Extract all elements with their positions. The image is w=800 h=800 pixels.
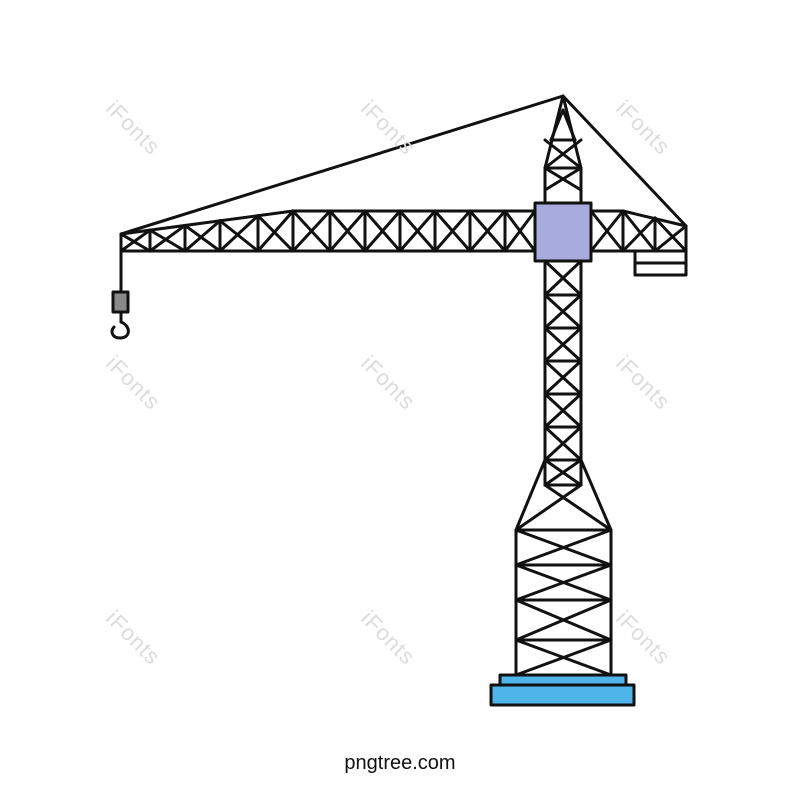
mast-flare — [514, 458, 613, 532]
footer-text: pngtree.com — [344, 752, 456, 774]
counter-jib-brace — [589, 209, 625, 253]
jib-brace — [183, 219, 222, 253]
jib-brace — [119, 232, 152, 253]
tower-apex-brace — [543, 166, 583, 192]
jib-brace — [256, 209, 295, 253]
jib-brace — [433, 209, 472, 253]
hook-block — [111, 290, 130, 314]
counter-jib-brace — [653, 216, 688, 253]
mast-brace — [543, 458, 583, 487]
counter-jib-brace — [621, 216, 657, 253]
mast-brace — [543, 259, 583, 297]
mast-brace — [543, 359, 583, 396]
base-tower-brace — [514, 598, 613, 642]
jib-brace — [398, 209, 437, 253]
tower-apex-brace — [549, 108, 565, 142]
mast-flare-brace — [543, 483, 613, 532]
jib-brace — [468, 209, 507, 253]
counter-jib-pendant-line — [561, 94, 688, 228]
base-tower-brace — [514, 563, 613, 602]
counter-jib-brace — [621, 209, 657, 253]
jib-brace — [148, 228, 187, 253]
mast-brace — [543, 392, 583, 429]
jib-brace — [328, 209, 367, 253]
jib-brace — [256, 214, 295, 253]
mast-brace — [543, 293, 583, 330]
jib-brace — [218, 214, 260, 253]
crane — [110, 94, 688, 707]
counter-jib-brace — [653, 224, 688, 253]
base-slab — [489, 683, 636, 707]
base-tower-brace — [514, 638, 613, 677]
base-tower-brace — [514, 528, 613, 567]
jib-brace — [291, 209, 332, 253]
jib-brace — [148, 223, 187, 253]
jib-brace — [183, 223, 222, 253]
tower-apex-brace — [543, 138, 583, 170]
jib-chords — [119, 209, 537, 253]
mast-flare-brace — [514, 483, 583, 532]
operator-cab — [533, 201, 593, 263]
crane-hook-icon — [110, 320, 130, 340]
jib-brace — [503, 209, 537, 253]
mast-brace — [543, 425, 583, 462]
mast-brace — [543, 326, 583, 363]
mast-legs — [543, 259, 583, 487]
jib-brace — [363, 209, 402, 253]
jib-brace — [119, 228, 152, 253]
jib-pendant-line — [119, 94, 565, 236]
tower-apex-brace — [561, 108, 577, 142]
jib-brace — [218, 219, 260, 253]
base-tower-legs — [514, 528, 613, 677]
